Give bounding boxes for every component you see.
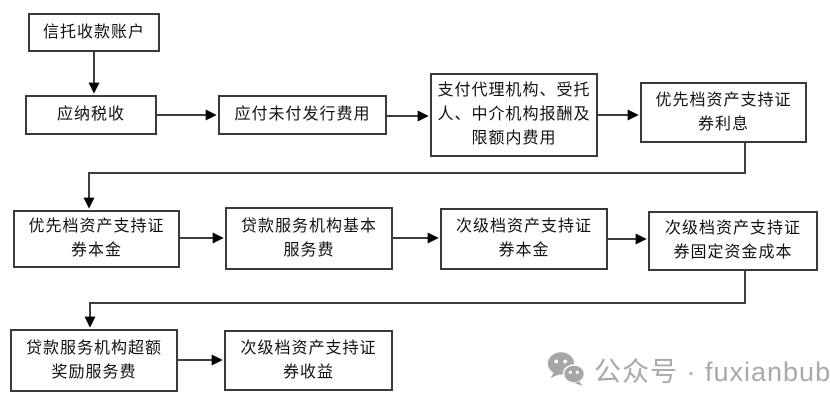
flow-box-senior-abs-interest: 优先档资产支持证 券利息 [640, 82, 807, 143]
flow-box-label: 支付代理机构、受托 人、中介机构报酬及 限额内费用 [437, 82, 591, 147]
flow-box-trust-collection-account: 信托收款账户 [28, 13, 160, 52]
flow-box-label: 贷款服务机构超额 奖励服务费 [25, 339, 162, 381]
flow-box-label: 次级档资产支持证 券固定资金成本 [664, 220, 801, 261]
flow-box-label: 应纳税收 [56, 106, 125, 123]
flow-box-label: 次级档资产支持证 券收益 [240, 339, 377, 381]
flow-box-unpaid-issuance-fees: 应付未付发行费用 [218, 95, 387, 135]
watermark: 公众号 · fuxianbubin [546, 349, 830, 389]
flow-box-subordinate-abs-principal: 次级档资产支持证 券本金 [440, 208, 608, 270]
flow-box-label: 优先档资产支持证 券利息 [655, 91, 792, 133]
flow-box-label: 贷款服务机构基本 服务费 [240, 217, 377, 259]
flow-box-taxes-payable: 应纳税收 [25, 95, 157, 135]
wechat-icon [547, 352, 586, 386]
connector-sub-fixed-cost-to-servicer-excess [84, 271, 746, 328]
flow-box-senior-abs-principal: 优先档资产支持证 券本金 [13, 210, 180, 268]
flow-box-servicer-excess-fee: 贷款服务机构超额 奖励服务费 [10, 329, 178, 392]
flow-box-servicer-base-fee: 贷款服务机构基本 服务费 [225, 207, 393, 270]
flow-box-subordinate-abs-income: 次级档资产支持证 券收益 [224, 330, 393, 391]
watermark-text: 公众号 · fuxianbubin [594, 356, 830, 387]
flow-box-label: 应付未付发行费用 [234, 106, 371, 123]
flow-box-subordinate-fixed-cost: 次级档资产支持证 券固定资金成本 [648, 211, 818, 271]
flow-box-label: 次级档资产支持证 券本金 [455, 218, 592, 259]
flow-box-agency-trustee-fees: 支付代理机构、受托 人、中介机构报酬及 限额内费用 [430, 73, 598, 157]
flow-box-label: 信托收款账户 [42, 23, 145, 41]
connector-senior-interest-to-senior-principal [83, 143, 746, 209]
flow-box-label: 优先档资产支持证 券本金 [28, 218, 165, 259]
